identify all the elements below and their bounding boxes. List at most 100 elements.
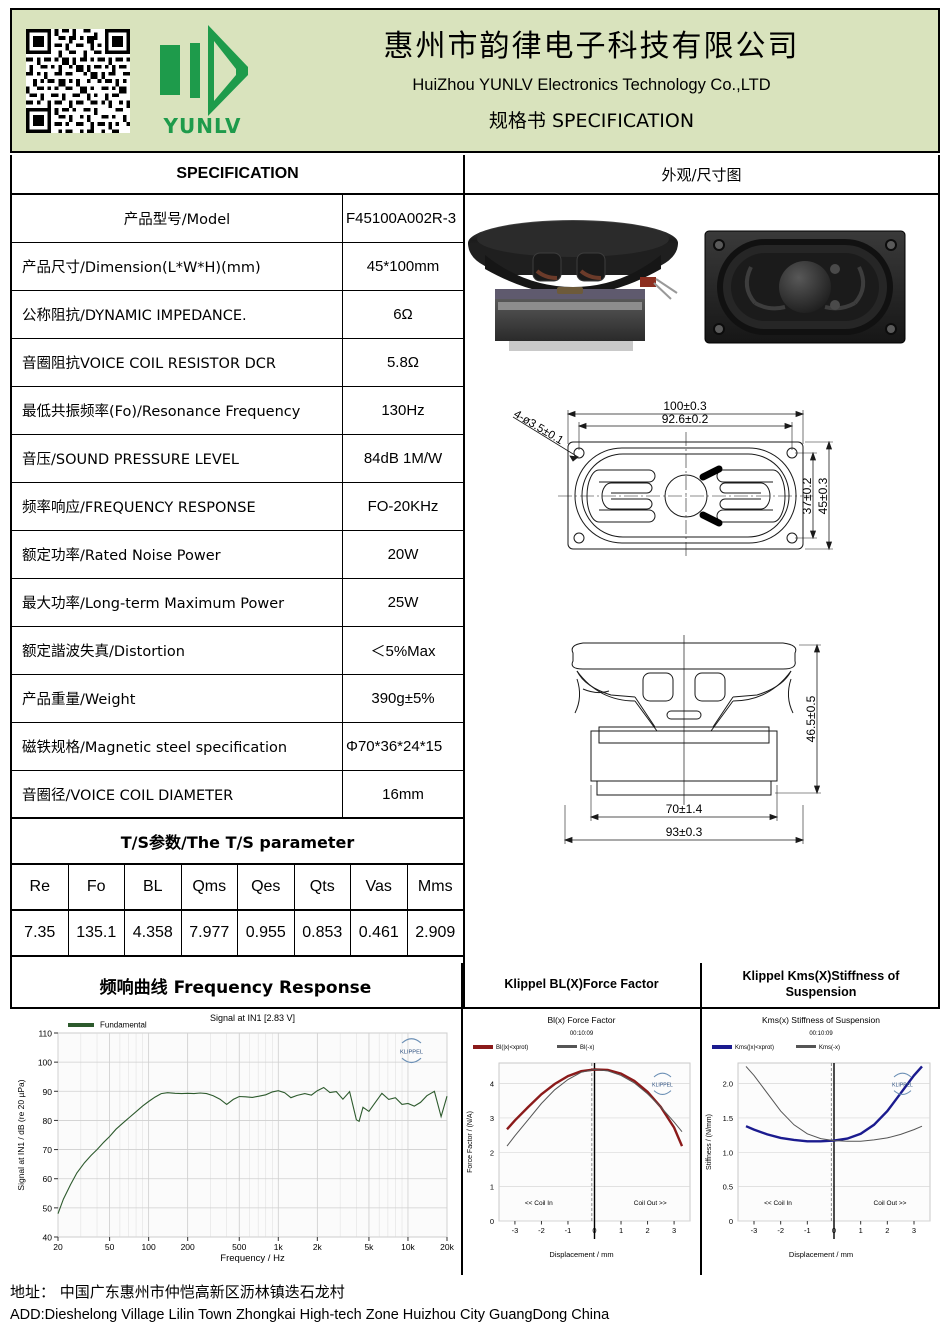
drawing-top-view: 100±0.3 92.6±0.2 37±0.2 45±0.3 4-ø3.5±0.… <box>511 399 833 559</box>
svg-text:1k: 1k <box>274 1242 284 1252</box>
klippel-watermark-icon: KLIPPEL <box>652 1072 673 1095</box>
klippel-watermark-icon: KLIPPEL <box>400 1038 423 1064</box>
page-footer: 地址： 中国广东惠州市仲恺高新区沥林镇迭石龙村 ADD:Dieshelong V… <box>10 1281 940 1323</box>
svg-text:Coil Out >>: Coil Out >> <box>874 1200 907 1207</box>
svg-text:Kms(|x|<xprot): Kms(|x|<xprot) <box>735 1045 774 1051</box>
header-text-block: 惠州市韵律电子科技有限公司 HuiZhou YUNLV Electronics … <box>275 28 938 133</box>
svg-text:Bl(-x): Bl(-x) <box>580 1045 594 1051</box>
dim-side-height: 46.5±0.5 <box>804 695 818 742</box>
qr-code-icon <box>26 28 130 133</box>
svg-text:-2: -2 <box>777 1226 784 1235</box>
frequency-response-curve <box>57 1086 448 1214</box>
ts-value: 0.853 <box>295 911 351 955</box>
svg-text:100: 100 <box>38 1058 52 1068</box>
svg-text:0: 0 <box>729 1217 733 1226</box>
ts-column-header: Qts <box>295 865 351 909</box>
svg-text:110: 110 <box>38 1029 52 1039</box>
dim-width-outer: 100±0.3 <box>663 399 707 413</box>
svg-text:Displacement / mm: Displacement / mm <box>789 1250 853 1259</box>
appearance-header: 外观/尺寸图 <box>465 155 938 195</box>
svg-text:-1: -1 <box>804 1226 811 1235</box>
product-photos <box>465 195 938 380</box>
spec-label: 公称阻抗/DYNAMIC IMPEDANCE. <box>12 291 343 338</box>
spec-value: 5.8Ω <box>386 354 420 371</box>
svg-text:3: 3 <box>912 1226 916 1235</box>
spec-value: 20W <box>387 546 419 563</box>
svg-text:0: 0 <box>490 1217 494 1226</box>
spec-label: 最低共振频率(Fo)/Resonance Frequency <box>12 387 343 434</box>
svg-text:3: 3 <box>672 1226 676 1235</box>
ts-value: 7.35 <box>12 911 69 955</box>
appearance-column: 外观/尺寸图 <box>465 155 938 1273</box>
spec-label: 音圈阻抗VOICE COIL RESISTOR DCR <box>12 339 343 386</box>
svg-text:Fundamental: Fundamental <box>100 1021 147 1030</box>
svg-text:2: 2 <box>885 1226 889 1235</box>
spec-label: 产品重量/Weight <box>12 675 343 722</box>
series-curve <box>506 1068 683 1147</box>
kms-stiffness-chart: 00.51.01.52.0-3-2-10123Kms(x) Stiffness … <box>702 1009 940 1273</box>
svg-text:1: 1 <box>490 1183 494 1192</box>
svg-text:4: 4 <box>490 1080 494 1089</box>
spec-value: 45*100mm <box>366 258 440 275</box>
table-row: 产品尺寸/Dimension(L*W*H)(mm)45*100mm <box>12 243 463 291</box>
svg-text:50: 50 <box>105 1242 115 1252</box>
svg-text:200: 200 <box>181 1242 195 1252</box>
company-name-cn: 惠州市韵律电子科技有限公司 <box>383 29 800 65</box>
specification-header: SPECIFICATION <box>12 155 463 195</box>
svg-text:Force Factor / (N/A): Force Factor / (N/A) <box>467 1111 474 1173</box>
svg-text:Stiffness / (N/mm): Stiffness / (N/mm) <box>706 1114 713 1170</box>
ts-column-header: BL <box>125 865 182 909</box>
svg-text:100: 100 <box>142 1242 156 1252</box>
ts-column-header: Mms <box>417 878 453 895</box>
product-photo-group <box>468 220 906 351</box>
table-row: 额定諧波失真/Distortion＜5%Max <box>12 627 463 675</box>
svg-text:Displacement / mm: Displacement / mm <box>549 1250 613 1259</box>
spec-label: 额定功率/Rated Noise Power <box>12 531 343 578</box>
svg-text:Coil Out >>: Coil Out >> <box>634 1200 667 1207</box>
ts-parameter-header: T/S参数/The T/S parameter <box>12 819 463 865</box>
series-curve <box>745 1066 923 1142</box>
svg-text:500: 500 <box>232 1242 246 1252</box>
svg-text:KLIPPEL: KLIPPEL <box>652 1082 673 1088</box>
address-cn: 地址： 中国广东惠州市仲恺高新区沥林镇迭石龙村 <box>10 1283 345 1301</box>
spec-value: 390g±5% <box>371 690 435 707</box>
svg-text:KLIPPEL: KLIPPEL <box>892 1082 913 1088</box>
document-title: 规格书 SPECIFICATION <box>488 109 695 132</box>
table-row: 产品重量/Weight 390g±5% <box>12 675 463 723</box>
spec-value: 6Ω <box>393 306 413 323</box>
spec-value: Φ70*36*24*15 <box>346 738 443 755</box>
svg-text:2.0: 2.0 <box>723 1080 733 1089</box>
spec-value: FO-20KHz <box>367 498 439 515</box>
spec-value: 16mm <box>382 785 424 803</box>
dim-magnet-width: 70±1.4 <box>666 802 703 816</box>
svg-text:00:10:09: 00:10:09 <box>809 1031 833 1037</box>
svg-text:1.5: 1.5 <box>723 1114 733 1123</box>
ts-value: 2.909 <box>415 924 456 941</box>
svg-text:<< Coil In: << Coil In <box>525 1200 553 1207</box>
ts-column-header: Re <box>12 865 69 909</box>
bl-force-factor-panel: Klippel BL(X)Force Factor 01234-3-2-1012… <box>463 963 702 1275</box>
klippel-watermark-icon: KLIPPEL <box>892 1072 913 1095</box>
table-row: 额定功率/Rated Noise Power 20W <box>12 531 463 579</box>
page-header: YUNLV 惠州市韵律电子科技有限公司 HuiZhou YUNLV Electr… <box>10 8 940 153</box>
frequency-response-header: 频响曲线 Frequency Response <box>10 963 461 1009</box>
svg-text:2: 2 <box>645 1226 649 1235</box>
ts-column-header: Qes <box>238 865 295 909</box>
svg-text:-3: -3 <box>512 1226 519 1235</box>
svg-text:<< Coil In: << Coil In <box>764 1200 792 1207</box>
svg-text:40: 40 <box>43 1233 53 1243</box>
svg-text:1.0: 1.0 <box>723 1148 733 1157</box>
product-photo-front <box>704 230 906 344</box>
technical-drawings: 100±0.3 92.6±0.2 37±0.2 45±0.3 4-ø3.5±0.… <box>465 380 938 1273</box>
ts-column-header: Vas <box>351 865 408 909</box>
